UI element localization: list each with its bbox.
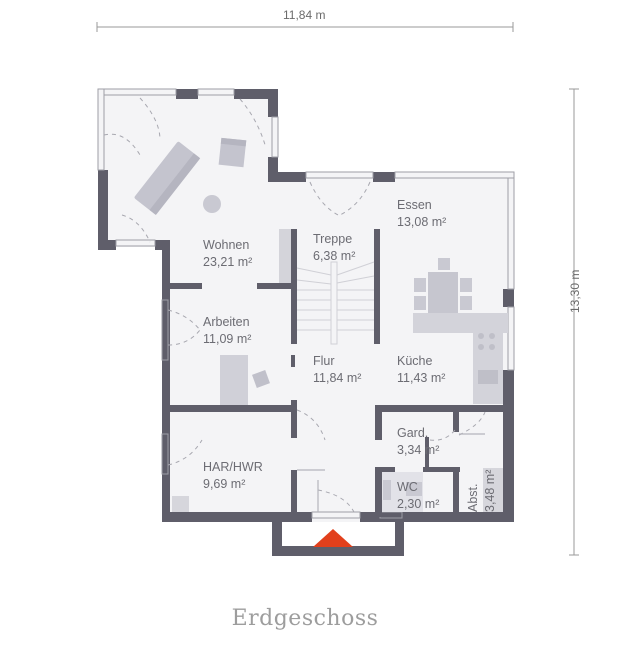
sofa (134, 141, 201, 215)
shelf (483, 468, 503, 512)
sideboard (279, 229, 291, 283)
room-area: 3,34 m² (397, 443, 440, 457)
room-flur: Flur 11,84 m² (313, 353, 361, 387)
room-area: 11,84 m² (313, 371, 362, 385)
room-name: Gard. (397, 426, 429, 440)
office-chair (252, 370, 270, 388)
room-area: 23,21 m² (203, 255, 253, 269)
coffee-table (203, 195, 221, 213)
furniture (134, 137, 508, 512)
chair (460, 296, 472, 310)
room-name: Wohnen (203, 238, 250, 252)
room-name: Flur (313, 354, 335, 368)
door-swings (103, 97, 486, 513)
door-leaves (297, 433, 485, 512)
room-area: 13,08 m² (397, 215, 447, 229)
sink (478, 370, 498, 384)
appliance (172, 496, 189, 512)
floor-title: Erdgeschoss (231, 606, 379, 631)
exterior-walls (98, 89, 514, 556)
room-wc: WC 2,30 m² (397, 479, 439, 513)
room-area: 11,09 m² (203, 332, 252, 346)
windows (97, 88, 515, 519)
room-area: 11,43 m² (397, 371, 446, 385)
room-area: 6,38 m² (313, 249, 356, 263)
toilet (406, 482, 422, 496)
room-area: 2,30 m² (397, 497, 440, 511)
room-arbeiten: Arbeiten 11,09 m² (203, 314, 251, 348)
chair (414, 278, 426, 292)
room-name: Küche (397, 354, 433, 368)
armchair (218, 137, 247, 168)
height-dimension-line (569, 88, 579, 556)
chair (460, 278, 472, 292)
room-name: WC (397, 480, 418, 494)
room-area: 9,69 m² (203, 477, 246, 491)
width-dimension-label: 11,84 m (283, 8, 326, 22)
kitchen-counter (473, 313, 503, 404)
chair (414, 296, 426, 310)
room-name: Treppe (313, 232, 353, 246)
wc-basin (383, 480, 391, 500)
room-treppe: Treppe 6,38 m² (313, 231, 355, 265)
room-abst: Abst. 3,48 m² (465, 470, 499, 512)
cooktop (478, 333, 495, 350)
chair (438, 258, 450, 270)
room-kueche: Küche 11,43 m² (397, 353, 445, 387)
room-name: Arbeiten (203, 315, 250, 329)
room-har-hwr: HAR/HWR 9,69 m² (203, 459, 263, 493)
room-name: Abst. (466, 483, 480, 513)
height-dimension-label: 13,30 m (568, 269, 582, 313)
entrance-arrow-icon (313, 529, 353, 547)
room-wohnen: Wohnen 23,21 m² (203, 237, 252, 271)
width-dimension-line (96, 22, 514, 32)
staircase (296, 261, 375, 345)
room-essen: Essen 13,08 m² (397, 197, 446, 231)
room-name: Essen (397, 198, 432, 212)
room-area: 3,48 m² (483, 469, 497, 512)
room-name: HAR/HWR (203, 460, 263, 474)
interior-walls (162, 229, 508, 520)
desk (220, 355, 248, 405)
room-gard: Gard. 3,34 m² (397, 425, 439, 459)
